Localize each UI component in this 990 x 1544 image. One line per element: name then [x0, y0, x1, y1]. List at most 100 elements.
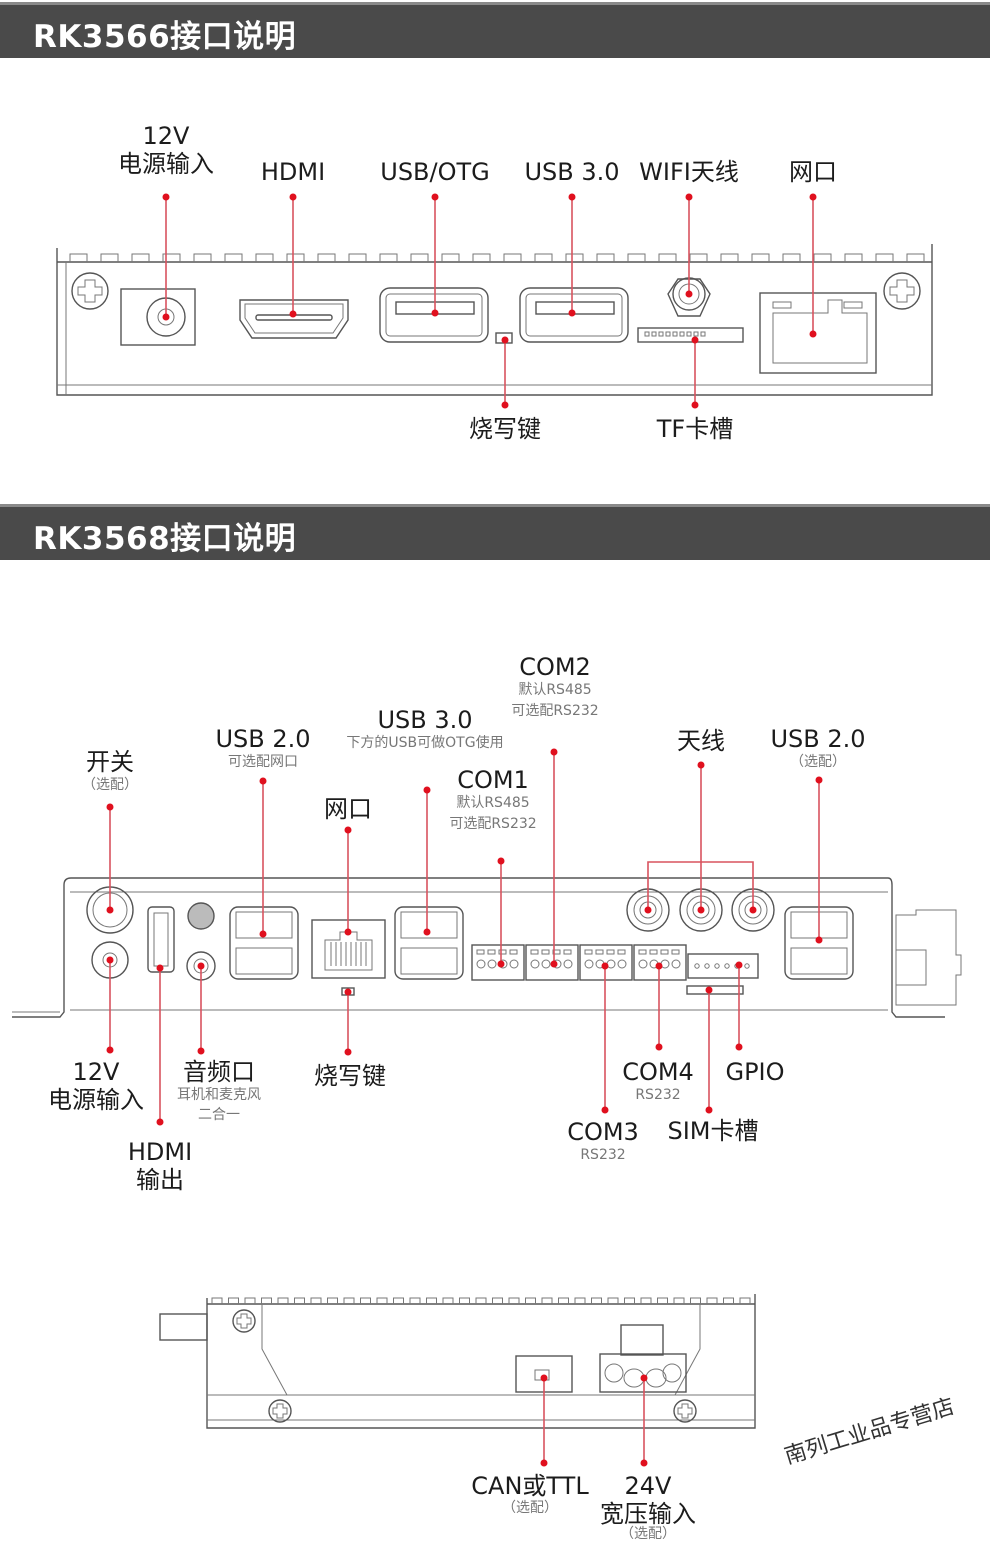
terminal-screw	[509, 959, 519, 969]
heatsink-fin	[503, 253, 522, 262]
heatsink-fin	[782, 253, 801, 262]
label-usb2-right: USB 2.0	[770, 725, 866, 753]
rk3568-device-back	[159, 1294, 756, 1429]
label-com2-note-default: 默认RS485	[518, 682, 592, 698]
heatsink-fin	[739, 1297, 751, 1304]
heatsink-fin	[310, 1297, 322, 1304]
label-usb3: USB 3.0	[377, 706, 473, 734]
heatsink-fin	[255, 253, 274, 262]
heatsink-fin	[607, 1297, 619, 1304]
gpio-pin	[744, 963, 750, 969]
heatsink-fin	[508, 1297, 520, 1304]
heatsink-fin	[525, 1297, 536, 1304]
terminal-latch	[530, 949, 539, 955]
sim-card-slot-icon	[686, 985, 744, 995]
label-flash-button: 烧写键	[469, 415, 541, 443]
terminal-housing	[579, 944, 633, 981]
com-terminal-block-icon	[633, 944, 687, 981]
terminal-latch	[476, 949, 485, 955]
heatsink-fin	[69, 253, 88, 262]
power-terminal-24v-icon	[599, 1324, 687, 1393]
gpio-pin	[694, 963, 700, 969]
terminal-screw	[563, 959, 573, 969]
section-banner-rk3568: RK3568接口说明	[0, 504, 990, 560]
section-title: RK3568接口说明	[33, 521, 297, 557]
heatsink-fin	[261, 1297, 272, 1304]
screw-icon	[71, 272, 109, 310]
tf-card-slot-icon	[637, 327, 744, 343]
tf-pin	[686, 331, 692, 337]
terminal-latch	[606, 949, 615, 955]
tf-pin	[644, 331, 650, 337]
label-line: 12V	[72, 1058, 120, 1086]
ethernet-port-icon	[759, 292, 877, 374]
heatsink-fin	[441, 253, 460, 262]
heatsink-fin	[442, 1297, 454, 1304]
side-connector-icon	[159, 1313, 208, 1341]
terminal-screw	[617, 959, 627, 969]
terminal-latch	[660, 949, 669, 955]
heatsink-fin	[591, 1297, 602, 1304]
label-usb-otg: USB/OTG	[380, 158, 490, 186]
terminal-housing	[633, 944, 687, 981]
com-terminal-block-icon	[525, 944, 579, 981]
label-com1-note-default: 默认RS485	[456, 795, 530, 811]
label-com1-note-optional: 可选配RS232	[449, 816, 537, 832]
gpio-header-icon	[687, 953, 759, 979]
hdmi-port-icon	[147, 906, 175, 973]
label-12v-power-input: 12V 电源输入	[48, 1058, 144, 1114]
heatsink-fin	[100, 253, 119, 262]
heatsink-fin	[409, 1297, 421, 1304]
label-24v-wide-input: 24V 宽压输入	[600, 1472, 696, 1528]
terminal-housing	[525, 944, 579, 981]
label-com4-note: RS232	[635, 1087, 681, 1103]
terminal-latch	[649, 949, 658, 955]
heatsink-fin	[426, 1297, 437, 1304]
gpio-pin	[714, 963, 720, 969]
label-audio-port-note: 耳机和麦克风	[177, 1087, 261, 1103]
rk3568-back-callouts	[540, 1374, 648, 1467]
heatsink-fin	[640, 1297, 652, 1304]
heatsink-fin	[706, 1297, 718, 1304]
label-hdmi: HDMI	[260, 158, 326, 186]
label-line: 电源输入	[118, 150, 214, 178]
label-audio-port-note-2: 二合一	[198, 1107, 240, 1123]
label-power-switch: 开关	[86, 748, 134, 776]
rk3566-device-front	[56, 244, 933, 396]
tf-pin	[679, 331, 685, 337]
heatsink-fin	[294, 1297, 305, 1304]
terminal-screw	[584, 959, 594, 969]
label-wifi-antenna: WIFI天线	[639, 158, 739, 186]
heatsink-fin	[689, 253, 708, 262]
rk3566-callouts	[162, 193, 817, 409]
label-com3-note: RS232	[580, 1147, 626, 1163]
label-hdmi-output: HDMI 输出	[128, 1138, 192, 1194]
label-24v-note: （选配）	[620, 1526, 676, 1542]
heatsink-fin	[658, 253, 677, 262]
label-line: 12V	[142, 122, 190, 150]
rk3568-front-callouts	[106, 748, 823, 1126]
label-power-switch-note: （选配）	[82, 777, 138, 793]
terminal-latch	[509, 949, 518, 955]
heatsink-fin	[211, 1297, 223, 1304]
heatsink-fin	[565, 253, 584, 262]
heatsink-fin	[459, 1297, 470, 1304]
section-title: RK3566接口说明	[33, 19, 297, 55]
label-tf-slot: TF卡槽	[656, 415, 734, 443]
usb3-port-icon	[519, 287, 629, 343]
label-ethernet: 网口	[789, 158, 837, 186]
label-com4: COM4	[622, 1058, 694, 1086]
screw-icon	[232, 1309, 256, 1333]
label-usb2-right-note: （选配）	[790, 754, 846, 770]
heatsink-fin	[475, 1297, 487, 1304]
heatsink-fin	[690, 1297, 701, 1304]
label-line: 电源输入	[48, 1086, 144, 1114]
heatsink-fin	[410, 253, 429, 262]
heatsink-fin	[131, 253, 150, 262]
heatsink-fin	[574, 1297, 586, 1304]
terminal-latch	[563, 949, 572, 955]
terminal-latch	[617, 949, 626, 955]
tf-pin	[700, 331, 706, 337]
terminal-screw	[530, 959, 540, 969]
heatsink-fin	[343, 1297, 355, 1304]
